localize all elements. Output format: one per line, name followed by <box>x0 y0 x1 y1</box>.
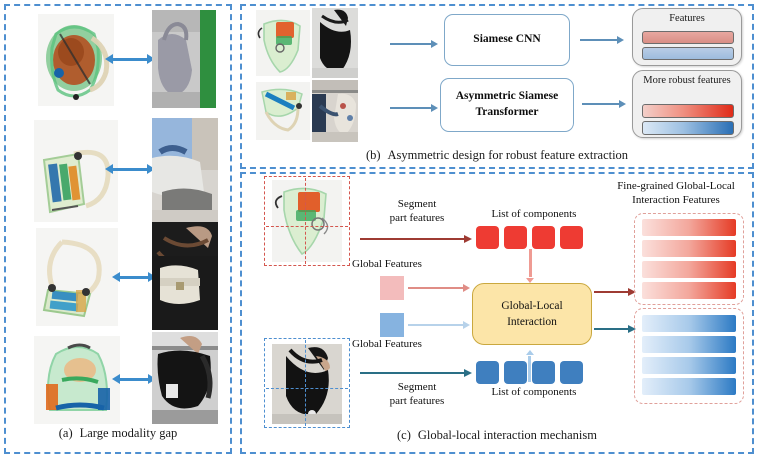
panel-c-blue-segment-line2: part features <box>389 394 445 407</box>
panel-c-red-components-label-text: List of components <box>491 208 577 220</box>
panel-a-caption-text: Large modality gap <box>79 426 178 440</box>
panel-b-features-title-2: More robust features <box>643 75 731 86</box>
panel-a-rgb-image-2 <box>152 118 218 222</box>
panel-c-red-crosshair-horizontal <box>266 226 348 227</box>
panel-b-features-group-1: Features <box>632 8 742 66</box>
panel-c-red-output-group <box>634 213 744 305</box>
panel-c-blue-components-label-text: List of components <box>491 386 577 398</box>
panel-c-red-output-arrow <box>594 288 636 296</box>
panel-a-rgb-image-3 <box>152 222 218 330</box>
panel-c-blue-components-label: List of components <box>466 386 602 400</box>
panel-c-red-components-label: List of components <box>466 208 602 222</box>
panel-b-label: (b) <box>365 148 381 162</box>
panel-c-blue-segment-line1: Segment <box>397 381 437 393</box>
panel-a-label: (a) <box>58 426 73 440</box>
panel-c-red-segment-line1: Segment <box>397 198 437 210</box>
panel-c-output-title: Fine-grained Global-Local Interaction Fe… <box>600 180 752 208</box>
panel-c-red-source-image <box>272 180 342 262</box>
panel-c-red-segment-label: Segment part features <box>368 198 466 226</box>
panel-b-module-label-1: Siamese CNN <box>473 33 541 46</box>
panel-a-match-arrow-1 <box>105 54 155 64</box>
panel-c-blue-source-dashed-box <box>264 338 350 428</box>
panel-c-caption-text: Global-local interaction mechanism <box>417 428 597 442</box>
panel-c-red-global-arrow <box>408 284 470 292</box>
panel-c-red-crosshair-vertical <box>305 178 306 264</box>
panel-c-blue-component-3 <box>532 361 555 384</box>
panel-c-blue-crosshair-horizontal <box>266 388 348 389</box>
panel-c-blue-global-label: Global Features <box>352 338 462 352</box>
panel-c-blue-global-arrow <box>408 321 470 329</box>
panel-c-global-local-interaction-box[interactable]: Global-Local Interaction <box>472 283 592 345</box>
panel-b-arrow-in-1 <box>390 40 438 48</box>
panel-c-blue-output-arrow <box>594 325 636 333</box>
panel-b-caption: (b) Asymmetric design for robust feature … <box>244 148 750 163</box>
panel-c-red-output-bar-3 <box>642 261 736 278</box>
panel-b-features-title-1: Features <box>669 13 705 24</box>
panel-c-blue-source-image <box>272 344 342 424</box>
panel-c-red-component-3 <box>532 226 555 249</box>
panel-b-xray-image-2 <box>256 82 310 140</box>
panel-b-module-siamese-cnn[interactable]: Siamese CNN <box>444 14 570 66</box>
panel-b-module-label-2: Asymmetric Siamese Transformer <box>455 90 559 118</box>
panel-c-red-output-bar-1 <box>642 219 736 236</box>
panel-c-blue-crosshair-vertical <box>305 340 306 426</box>
panel-c-blue-component-4 <box>560 361 583 384</box>
panel-a-caption: (a) Large modality gap <box>10 426 226 441</box>
panel-c-blue-output-bar-4 <box>642 378 736 395</box>
panel-b-blue-feature-bar-2 <box>642 121 734 135</box>
panel-c-red-output-bar-2 <box>642 240 736 257</box>
panel-c-red-to-interaction-arrow <box>526 249 534 283</box>
panel-c-blue-global-label-text: Global Features <box>352 338 422 350</box>
panel-a-rgb-image-4 <box>152 332 218 424</box>
panel-b-arrow-out-1 <box>580 36 624 44</box>
panel-c-red-component-4 <box>560 226 583 249</box>
panel-a-match-arrow-2 <box>105 164 155 174</box>
panel-c-red-segment-arrow <box>360 235 472 243</box>
panel-a-match-arrow-4 <box>112 374 156 384</box>
panel-c-interaction-line1: Global-Local <box>501 299 563 312</box>
panel-c-interaction-line2: Interaction <box>507 316 557 328</box>
panel-c-frame <box>240 172 754 454</box>
panel-b-frame <box>240 4 754 169</box>
panel-a-xray-image-1 <box>38 14 114 106</box>
panel-c-red-global-feature-square <box>380 276 404 300</box>
panel-c-red-global-label: Global Features <box>352 258 462 272</box>
panel-c-blue-component-2 <box>504 361 527 384</box>
panel-c-caption: (c) Global-local interaction mechanism <box>244 428 750 443</box>
panel-c-blue-output-bar-1 <box>642 315 736 332</box>
panel-b-rgb-image-1 <box>312 8 358 78</box>
panel-a-xray-image-2 <box>34 120 118 222</box>
panel-b-arrow-in-2 <box>390 104 438 112</box>
panel-c-red-output-bar-4 <box>642 282 736 299</box>
panel-c-blue-output-bar-2 <box>642 336 736 353</box>
panel-c-label: (c) <box>397 428 411 442</box>
panel-a-rgb-image-1 <box>152 10 216 108</box>
panel-b-rgb-image-2 <box>312 80 358 142</box>
panel-a-match-arrow-3 <box>112 272 156 282</box>
panel-a-xray-image-3 <box>36 228 118 326</box>
panel-c-red-segment-line2: part features <box>389 211 445 224</box>
panel-b-features-group-2: More robust features <box>632 70 742 138</box>
panel-c-red-component-2 <box>504 226 527 249</box>
panel-b-caption-text: Asymmetric design for robust feature ext… <box>387 148 629 162</box>
panel-b-module-asymmetric-siamese-transformer[interactable]: Asymmetric Siamese Transformer <box>440 78 574 132</box>
panel-c-blue-output-group <box>634 308 744 404</box>
panel-b-blue-feature-bar-1 <box>642 47 734 60</box>
panel-b-red-feature-bar-2 <box>642 104 734 118</box>
panel-c-blue-component-1 <box>476 361 499 384</box>
panel-a-xray-image-4 <box>34 336 120 424</box>
panel-c-blue-segment-label: Segment part features <box>368 381 466 409</box>
panel-c-red-source-dashed-box <box>264 176 350 266</box>
panel-b-red-feature-bar-1 <box>642 31 734 44</box>
panel-c-output-title-line1: Fine-grained Global-Local <box>617 180 735 192</box>
panel-c-output-title-line2: Interaction Features <box>632 193 720 206</box>
panel-c-red-global-label-text: Global Features <box>352 258 422 270</box>
panel-b-arrow-out-2 <box>582 100 626 108</box>
panel-b-xray-image-1 <box>256 10 310 76</box>
panel-c-blue-global-feature-square <box>380 313 404 337</box>
panel-c-blue-segment-arrow <box>360 369 472 377</box>
panel-c-red-component-1 <box>476 226 499 249</box>
panel-a-frame <box>4 4 232 454</box>
panel-c-blue-output-bar-3 <box>642 357 736 374</box>
